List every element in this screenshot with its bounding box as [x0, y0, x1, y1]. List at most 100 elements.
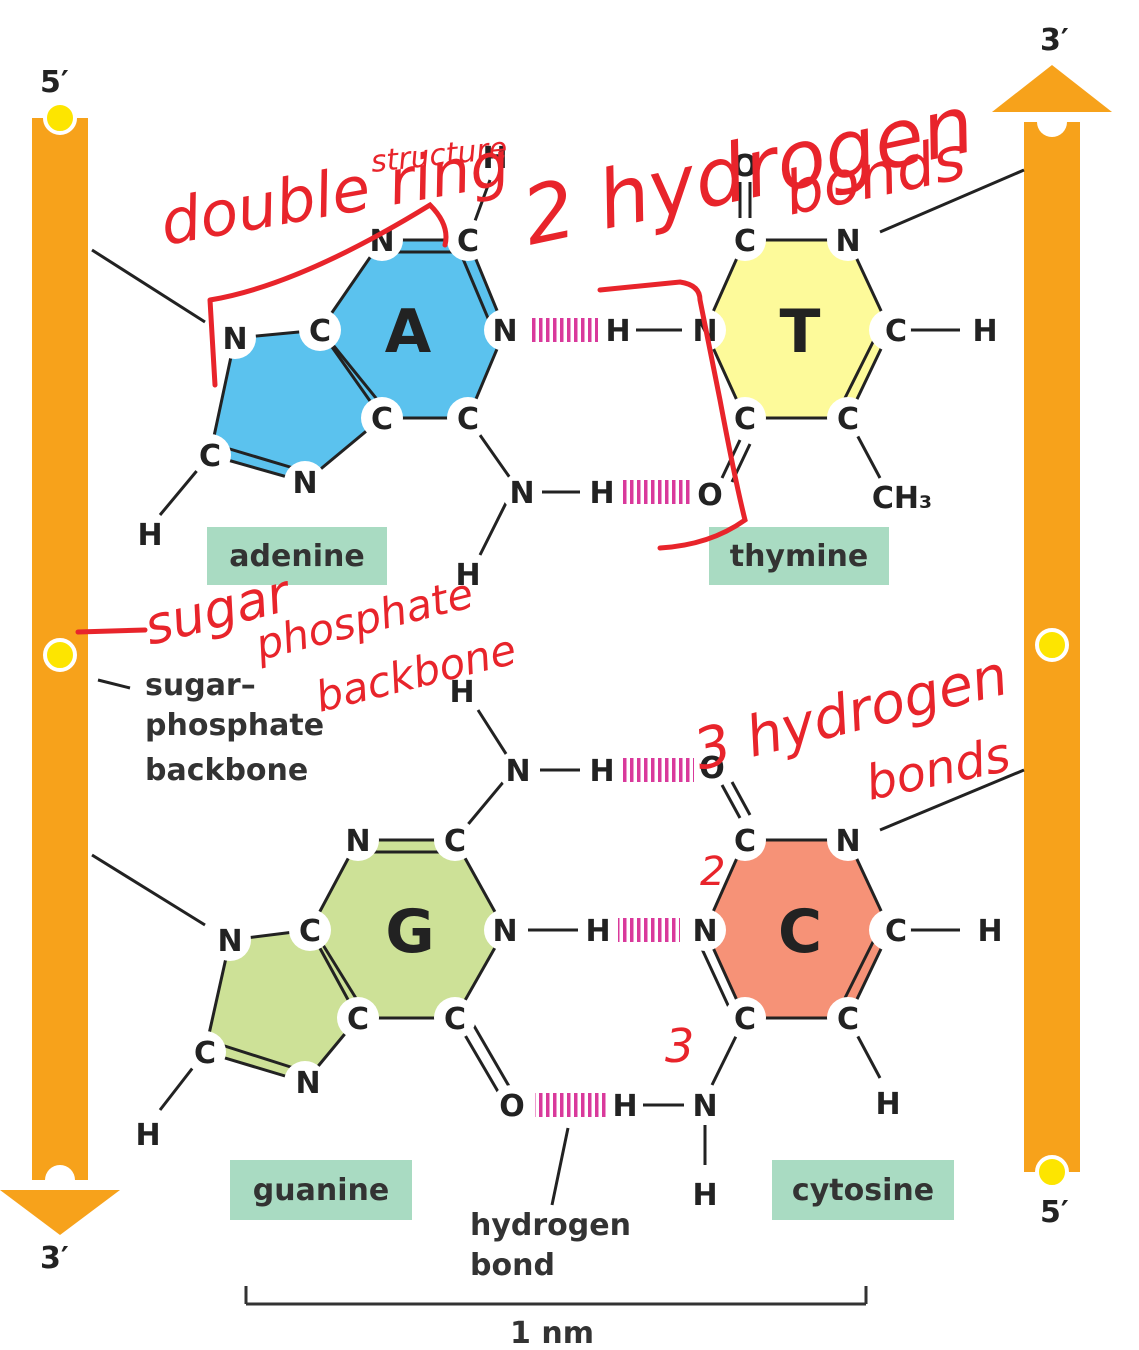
backbone-label-line1: sugar–	[145, 668, 256, 703]
adenine-atoms: N C N C C C N C N H H N H A	[137, 141, 542, 593]
right-bottom-phosphate-node	[1035, 1155, 1069, 1189]
right-top-notch	[1037, 122, 1067, 137]
cytosine-atoms: C N C C C N O H H N H C	[684, 751, 1003, 1213]
at-bond-1-h: H	[605, 314, 630, 349]
thymine-atom-o-top: O	[732, 149, 758, 184]
right-backbone-arrow-up	[992, 65, 1112, 112]
adenine-atom-c6: C	[309, 314, 331, 349]
adenine-label: adenine	[229, 539, 364, 574]
cytosine-atom-c6: C	[885, 914, 907, 949]
guanine-atom-c4: C	[299, 914, 321, 949]
cytosine-atom-h-amino: H	[692, 1178, 717, 1213]
cytosine-atom-h-bottom: H	[875, 1087, 900, 1122]
cytosine-atom-n3: N	[692, 914, 717, 949]
gc-bond-3-h: H	[612, 1089, 637, 1124]
cytosine-atom-h-right: H	[977, 914, 1002, 949]
adenine-atom-n3: N	[492, 314, 517, 349]
double-ring-bracket	[207, 201, 449, 388]
thymine-atom-ch3: CH₃	[872, 481, 932, 516]
thymine-atom-h-right: H	[972, 314, 997, 349]
thymine-connector-line	[879, 168, 1025, 234]
backbone-label-pointer	[97, 678, 131, 690]
guanine-label: guanine	[253, 1173, 389, 1208]
adenine-atom-c8: C	[199, 439, 221, 474]
guanine-atom-n1: N	[492, 914, 517, 949]
guanine-atom-h-left: H	[135, 1118, 160, 1153]
backbone-label-line2: phosphate	[145, 708, 324, 743]
guanine-atom-n3: N	[345, 824, 370, 859]
adenine-atom-h-amino: H	[455, 558, 480, 593]
backbone-label: sugar– phosphate backbone	[145, 668, 324, 788]
thymine-label-box	[709, 527, 889, 585]
adenine-connector-line	[91, 248, 206, 324]
left-top-5prime-label: 5′	[40, 65, 69, 100]
left-top-phosphate-node	[43, 101, 77, 135]
thymine-ring	[705, 240, 890, 418]
annotation-number-2: 2	[700, 849, 725, 895]
gc-bond-2-h: H	[585, 914, 610, 949]
guanine-atom-c8: C	[194, 1036, 216, 1071]
annotation-three-bonds: bonds	[861, 727, 1015, 812]
cytosine-letter: C	[778, 897, 822, 967]
adenine-label-box	[207, 527, 387, 585]
right-middle-phosphate-node	[1035, 628, 1069, 662]
thymine-letter: T	[780, 297, 821, 367]
guanine-five-ring	[205, 930, 358, 1082]
backbone-connector-lines	[91, 168, 1025, 927]
adenine-atom-n9: N	[222, 322, 247, 357]
left-backbone-arrow-down	[0, 1190, 120, 1235]
cytosine-label-box	[772, 1160, 954, 1220]
right-top-3prime-label: 3′	[1040, 23, 1069, 58]
adenine-atom-c2: C	[457, 224, 479, 259]
guanine-atoms: N C N C C C N C N N H O H G	[135, 675, 538, 1153]
annotation-number-3: 3	[665, 1019, 694, 1073]
gc-bonds: H H H	[528, 754, 694, 1206]
adenine-six-ring	[320, 240, 505, 418]
backbone-label-line3: backbone	[145, 753, 308, 788]
left-bottom-3prime-label: 3′	[40, 1241, 69, 1276]
hydrogen-bond-pointer	[550, 1127, 570, 1206]
thymine-atom-n1: N	[835, 224, 860, 259]
guanine-atom-c6: C	[444, 1002, 466, 1037]
left-middle-phosphate-node	[43, 638, 77, 672]
thymine-atom-c5: C	[837, 402, 859, 437]
left-bottom-notch	[45, 1165, 75, 1180]
guanine-atom-n-amino: N	[505, 754, 530, 789]
cytosine-atom-c2: C	[734, 824, 756, 859]
adenine-atom-h-top: H	[482, 141, 507, 176]
adenine-atom-n7: N	[292, 466, 317, 501]
at-hydrogen-bond-2	[622, 480, 690, 504]
gc-hydrogen-bond-2	[618, 918, 680, 942]
hydrogen-bond-label-line1: hydrogen	[470, 1208, 631, 1243]
at-hydrogen-bond-1	[530, 318, 598, 342]
left-backbone	[0, 101, 120, 1235]
at-bond-2-h: H	[589, 476, 614, 511]
right-backbone	[992, 65, 1112, 1189]
gc-hydrogen-bond-1	[622, 758, 694, 782]
base-labels: adenine thymine guanine cytosine	[207, 527, 954, 1220]
adenine-atom-h-left: H	[137, 518, 162, 553]
cytosine-atom-o: O	[699, 751, 725, 786]
at-bonds: H H	[530, 314, 690, 511]
cytosine-ring	[705, 840, 890, 1018]
thymine-atom-c6: C	[885, 314, 907, 349]
scale-bar: 1 nm	[244, 1286, 868, 1350]
right-bottom-5prime-label: 5′	[1040, 1195, 1069, 1230]
cytosine-atom-n-amino: N	[692, 1089, 717, 1124]
cytosine-label: cytosine	[792, 1173, 934, 1208]
thymine-label: thymine	[730, 539, 869, 574]
thymine-atom-c2: C	[734, 402, 756, 437]
adenine-letter: A	[385, 297, 432, 367]
adenine-atom-c4: C	[457, 402, 479, 437]
adenine-atom-n-amino: N	[509, 476, 534, 511]
guanine-atom-n7: N	[295, 1066, 320, 1101]
cytosine-atom-c4: C	[734, 1002, 756, 1037]
hbond-bracket	[597, 279, 748, 551]
thymine-atom-c4: C	[734, 224, 756, 259]
thymine-atom-o-bottom: O	[697, 478, 723, 513]
guanine-six-ring	[310, 840, 505, 1018]
guanine-connector-line	[91, 853, 206, 927]
guanine-atom-h-amino: H	[449, 675, 474, 710]
sugar-phosphate-dash	[75, 627, 148, 635]
